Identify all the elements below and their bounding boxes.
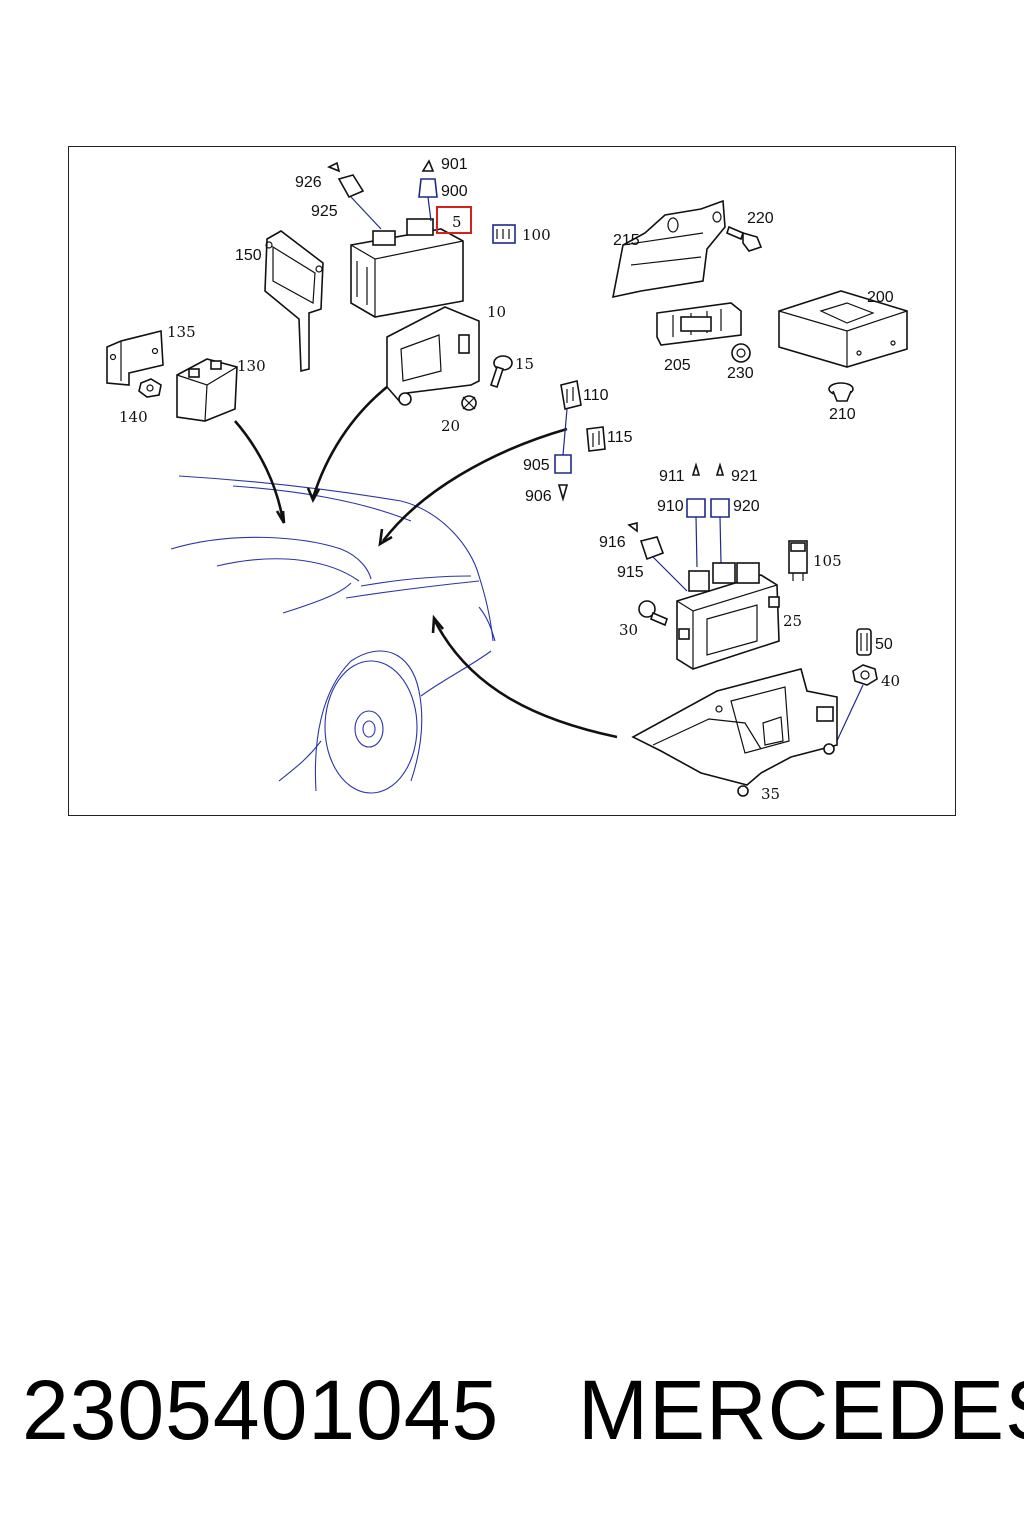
callout-926: 926	[295, 174, 322, 191]
relay-105	[788, 540, 808, 581]
bolt-220	[726, 225, 763, 252]
callout-925: 925	[311, 203, 338, 220]
connector-915-916	[627, 521, 688, 592]
callout-115: 115	[607, 429, 633, 446]
control-unit-5	[350, 218, 464, 318]
connector-905-906	[554, 408, 572, 502]
car-outline	[170, 475, 496, 794]
callout-150: 150	[235, 247, 262, 264]
relay-115	[586, 426, 606, 452]
relay-110	[560, 380, 582, 410]
bracket-10	[386, 306, 480, 411]
callout-230: 230	[727, 365, 754, 382]
callout-911: 911	[659, 468, 685, 485]
bracket-215	[611, 199, 726, 299]
bracket-35	[631, 668, 838, 797]
bracket-135	[106, 329, 164, 386]
holder-205	[656, 302, 742, 346]
callout-110: 110	[583, 387, 609, 404]
assembly-arrows	[234, 385, 618, 739]
parts-diagram-frame: 901 900 926 925 5 100 150 10 15 20 135 1…	[68, 146, 956, 816]
sleeve-50	[856, 628, 872, 656]
brand-name: MERCEDES	[578, 1363, 1024, 1457]
callout-920: 920	[733, 498, 760, 515]
callout-100: 100	[522, 226, 551, 244]
callout-50: 50	[875, 636, 893, 653]
callout-906: 906	[525, 488, 552, 505]
callout-130: 130	[237, 357, 266, 375]
callout-30: 30	[619, 621, 638, 639]
callout-916: 916	[599, 534, 626, 551]
connector-920-921	[710, 462, 730, 564]
callout-labels: 901 900 926 925 5 100 150 10 15 20 135 1…	[119, 156, 900, 803]
connector-910-911	[686, 462, 706, 568]
callout-205: 205	[664, 357, 691, 374]
parts-diagram: 901 900 926 925 5 100 150 10 15 20 135 1…	[106, 156, 908, 803]
connector-900-901	[418, 159, 438, 222]
mounting-bracket-150	[264, 230, 324, 373]
callout-40: 40	[881, 672, 900, 690]
callout-910: 910	[657, 498, 684, 515]
connector-925-926	[327, 161, 382, 230]
module-200	[778, 290, 908, 368]
callout-915: 915	[617, 564, 644, 581]
callout-220: 220	[747, 210, 774, 227]
callout-105: 105	[813, 552, 842, 570]
callout-25: 25	[783, 612, 802, 630]
control-unit-25	[676, 562, 780, 670]
callout-901: 901	[441, 156, 468, 173]
callout-20: 20	[441, 417, 460, 435]
callout-35: 35	[761, 785, 780, 803]
callout-15: 15	[515, 355, 534, 373]
relay-130	[176, 358, 238, 422]
clip-210	[828, 382, 854, 402]
callout-135: 135	[167, 323, 196, 341]
nut-40	[834, 664, 878, 746]
callout-200: 200	[867, 289, 894, 306]
bolt-15	[489, 355, 513, 389]
callout-210: 210	[829, 406, 856, 423]
nut-230	[731, 343, 751, 363]
callout-5: 5	[452, 213, 462, 231]
callout-921: 921	[731, 468, 758, 485]
callout-10: 10	[487, 303, 506, 321]
screw-30	[638, 600, 668, 627]
callout-215: 215	[613, 232, 640, 249]
highlight-box	[436, 206, 472, 234]
part-number: 2305401045	[22, 1363, 500, 1457]
callout-905: 905	[523, 457, 550, 474]
callout-900: 900	[441, 183, 468, 200]
nut-140	[138, 378, 162, 398]
relay-100	[492, 224, 516, 244]
callout-140: 140	[119, 408, 148, 426]
